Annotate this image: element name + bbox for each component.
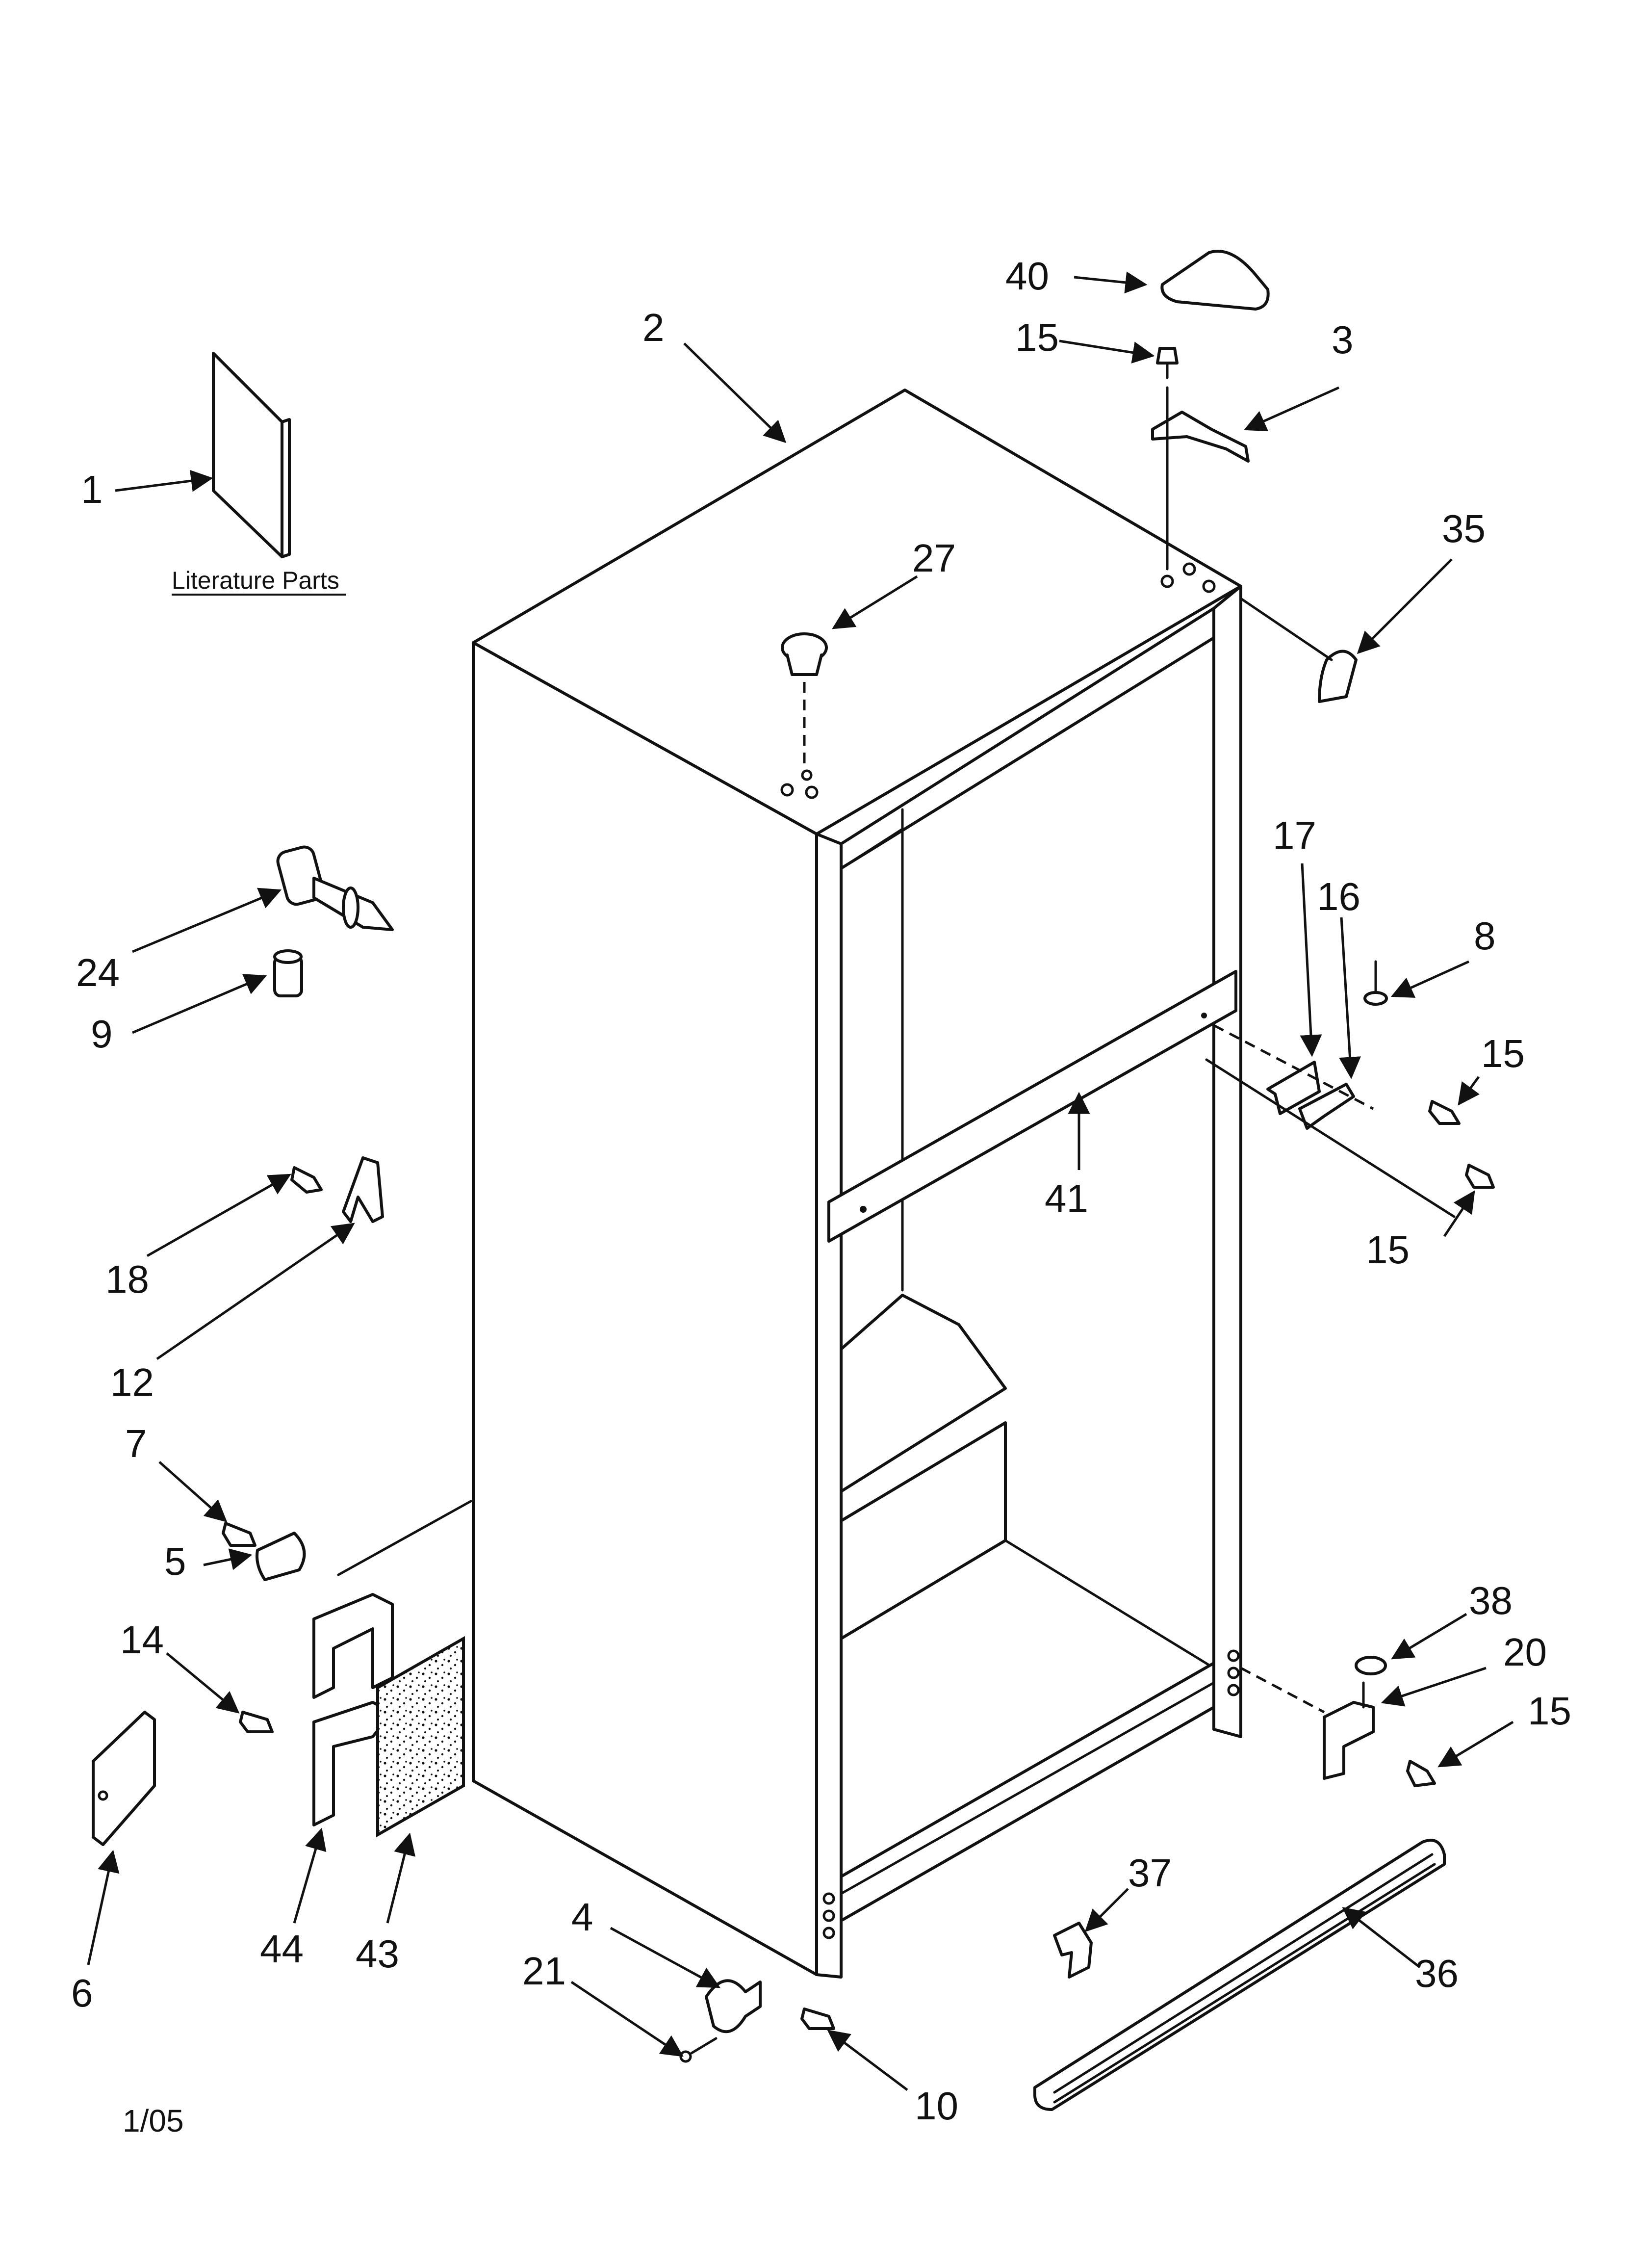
callout-15-mid: 15: [1481, 1032, 1525, 1075]
clamp-screw: [222, 1522, 257, 1547]
callout-17: 17: [1273, 813, 1316, 857]
cord-clamp: [256, 1500, 472, 1581]
callout-5: 5: [164, 1539, 186, 1583]
bottom-hinge-assembly: [1240, 1656, 1436, 1787]
callout-10: 10: [915, 2084, 958, 2128]
center-hinge-assembly: [1205, 960, 1495, 1218]
top-hinge: [1151, 386, 1250, 571]
callout-3: 3: [1332, 318, 1354, 362]
door-stop-screw: [290, 1166, 323, 1194]
toe-grille: [1033, 1839, 1446, 2111]
insulation-pad: [376, 1636, 465, 1838]
callout-labels: 1 2 3 40 15 35 27 24 9 18 12 7 5 14 6 44…: [71, 254, 1571, 2128]
callout-7: 7: [125, 1422, 147, 1465]
callout-16: 16: [1317, 875, 1360, 918]
cabinet: [472, 389, 1242, 1979]
literature-parts-caption: Literature Parts: [172, 567, 339, 594]
callout-4: 4: [571, 1895, 593, 1939]
door-stop-bracket: [342, 1156, 384, 1223]
callout-27: 27: [912, 536, 956, 580]
callout-37: 37: [1128, 1851, 1172, 1895]
callout-21: 21: [522, 1949, 566, 1993]
callout-2: 2: [642, 306, 665, 349]
callout-43: 43: [356, 1932, 399, 1976]
callout-36: 36: [1415, 1952, 1459, 1995]
hinge-cover: [1160, 250, 1270, 311]
access-cover: [92, 1711, 156, 1846]
bracket-screw: [239, 1711, 274, 1733]
callout-12: 12: [110, 1360, 154, 1404]
callout-18: 18: [105, 1257, 149, 1301]
spacer: [273, 949, 303, 997]
callout-14: 14: [120, 1618, 164, 1662]
callout-1: 1: [81, 468, 103, 511]
callout-20: 20: [1503, 1630, 1547, 1674]
callout-38: 38: [1469, 1579, 1513, 1622]
hinge-cap: [1239, 597, 1358, 703]
callout-41: 41: [1045, 1176, 1088, 1220]
callout-44: 44: [260, 1927, 304, 1971]
leveling-roller: [679, 1979, 762, 2063]
callout-15-lower: 15: [1366, 1228, 1410, 1272]
top-hinge-screw: [1156, 347, 1179, 379]
callout-35: 35: [1442, 507, 1486, 550]
leveling-bolt: [800, 2007, 835, 2030]
literature-booklet: [212, 352, 291, 558]
revision-date: 1/05: [123, 2103, 184, 2138]
callout-15-top: 15: [1015, 315, 1059, 359]
roller-leveler: [276, 845, 394, 931]
cover-bracket: [312, 1593, 394, 1826]
callout-15-bottom: 15: [1528, 1689, 1571, 1733]
callout-24: 24: [76, 951, 120, 994]
callout-6: 6: [71, 1971, 93, 2015]
callout-40: 40: [1005, 254, 1049, 298]
callout-8: 8: [1474, 914, 1496, 958]
callout-9: 9: [91, 1012, 113, 1056]
grille-clip: [1053, 1922, 1093, 1979]
top-plug: [781, 632, 828, 765]
leader-lines: [87, 271, 1514, 2091]
